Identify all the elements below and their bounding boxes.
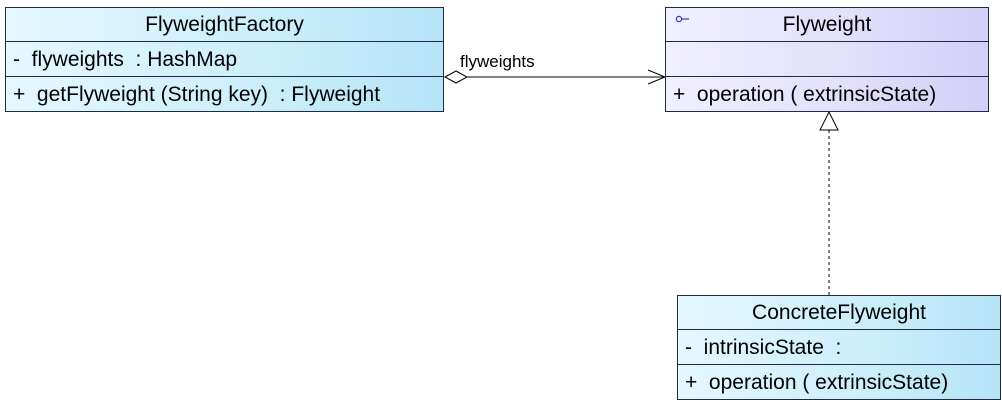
interface-flyweight[interactable]: Flyweight + operation ( extrinsicState) <box>665 7 989 112</box>
aggregation-diamond-icon <box>443 70 469 84</box>
class-concrete-flyweight[interactable]: ConcreteFlyweight - intrinsicState : + o… <box>677 295 1001 400</box>
class-name: FlyweightFactory <box>145 13 304 36</box>
class-attribute: - intrinsicState : <box>678 329 1000 364</box>
class-operation: + getFlyweight (String key) : Flyweight <box>6 76 443 111</box>
class-operation: + operation ( extrinsicState) <box>678 364 1000 399</box>
interface-lollipop-icon <box>675 15 689 23</box>
class-flyweight-factory[interactable]: FlyweightFactory - flyweights : HashMap … <box>5 7 444 112</box>
interface-attribute <box>666 41 988 76</box>
interface-name: Flyweight <box>782 13 872 36</box>
class-name: ConcreteFlyweight <box>752 301 926 324</box>
association-label: flyweights <box>460 52 535 71</box>
interface-name-row: Flyweight <box>666 8 988 41</box>
interface-operation: + operation ( extrinsicState) <box>666 76 988 111</box>
realization-triangle-icon <box>819 110 839 131</box>
class-attribute: - flyweights : HashMap <box>6 41 443 76</box>
